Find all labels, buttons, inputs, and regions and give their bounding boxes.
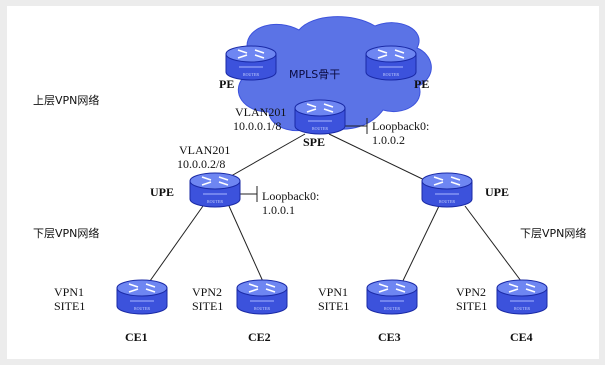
ce3-vpn-label: VPN1 [318, 285, 348, 299]
upper-layer-label: 上层VPN网络 [33, 93, 99, 107]
router-ce4-icon [496, 279, 548, 315]
link-upe-left-ce1 [144, 205, 204, 289]
pe-left-label: PE [219, 77, 234, 91]
spe-label: SPE [303, 135, 325, 149]
router-upe-right-icon [421, 172, 473, 208]
diagram-canvas: ROUTER 上层VPN网络 下层VPN网络 下层VPN网络 MPLS骨干 PE… [7, 6, 599, 359]
link-upe-right-ce3 [398, 205, 440, 290]
router-ce1-icon [116, 279, 168, 315]
spe-loopback-ip: 1.0.0.2 [372, 133, 405, 147]
upe-left-loopback-label: Loopback0: [262, 189, 319, 203]
ce4-site-label: SITE1 [456, 299, 487, 313]
mpls-backbone-label: MPLS骨干 [289, 68, 340, 81]
ce4-label: CE4 [510, 330, 533, 344]
ce2-site-label: SITE1 [192, 299, 223, 313]
upe-left-vlan-label: VLAN201 [179, 143, 230, 157]
ce4-vpn-label: VPN2 [456, 285, 486, 299]
router-upe-left-icon [189, 172, 241, 208]
router-spe-icon [294, 99, 346, 135]
upe-right-label: UPE [485, 185, 509, 199]
lower-layer-right-label: 下层VPN网络 [520, 226, 586, 240]
upe-left-loopback-ip: 1.0.0.1 [262, 203, 295, 217]
ce3-site-label: SITE1 [318, 299, 349, 313]
link-spe-upe-right [328, 133, 438, 187]
ce2-vpn-label: VPN2 [192, 285, 222, 299]
spe-loopback-label: Loopback0: [372, 119, 429, 133]
router-ce3-icon [366, 279, 418, 315]
lower-layer-left-label: 下层VPN网络 [33, 226, 99, 240]
spe-ip-label: 10.0.0.1/8 [233, 119, 281, 133]
ce1-vpn-label: VPN1 [54, 285, 84, 299]
network-links [144, 133, 528, 290]
ce2-label: CE2 [248, 330, 271, 344]
link-upe-right-ce4 [464, 205, 528, 290]
ce3-label: CE3 [378, 330, 401, 344]
router-ce2-icon [236, 279, 288, 315]
network-topology-diagram: ROUTER 上层VPN网络 下层VPN网络 下层VPN网络 MPLS骨干 PE… [33, 16, 586, 344]
router-pe-left-icon [225, 45, 277, 81]
upe-left-ip-label: 10.0.0.2/8 [177, 157, 225, 171]
loopback-markers [237, 118, 368, 202]
upe-left-label: UPE [150, 185, 174, 199]
pe-right-label: PE [414, 77, 429, 91]
spe-vlan-label: VLAN201 [235, 105, 286, 119]
ce1-site-label: SITE1 [54, 299, 85, 313]
link-upe-left-ce2 [228, 205, 266, 287]
ce1-label: CE1 [125, 330, 148, 344]
mpls-backbone-cloud [230, 16, 432, 132]
router-pe-right-icon [365, 45, 417, 81]
